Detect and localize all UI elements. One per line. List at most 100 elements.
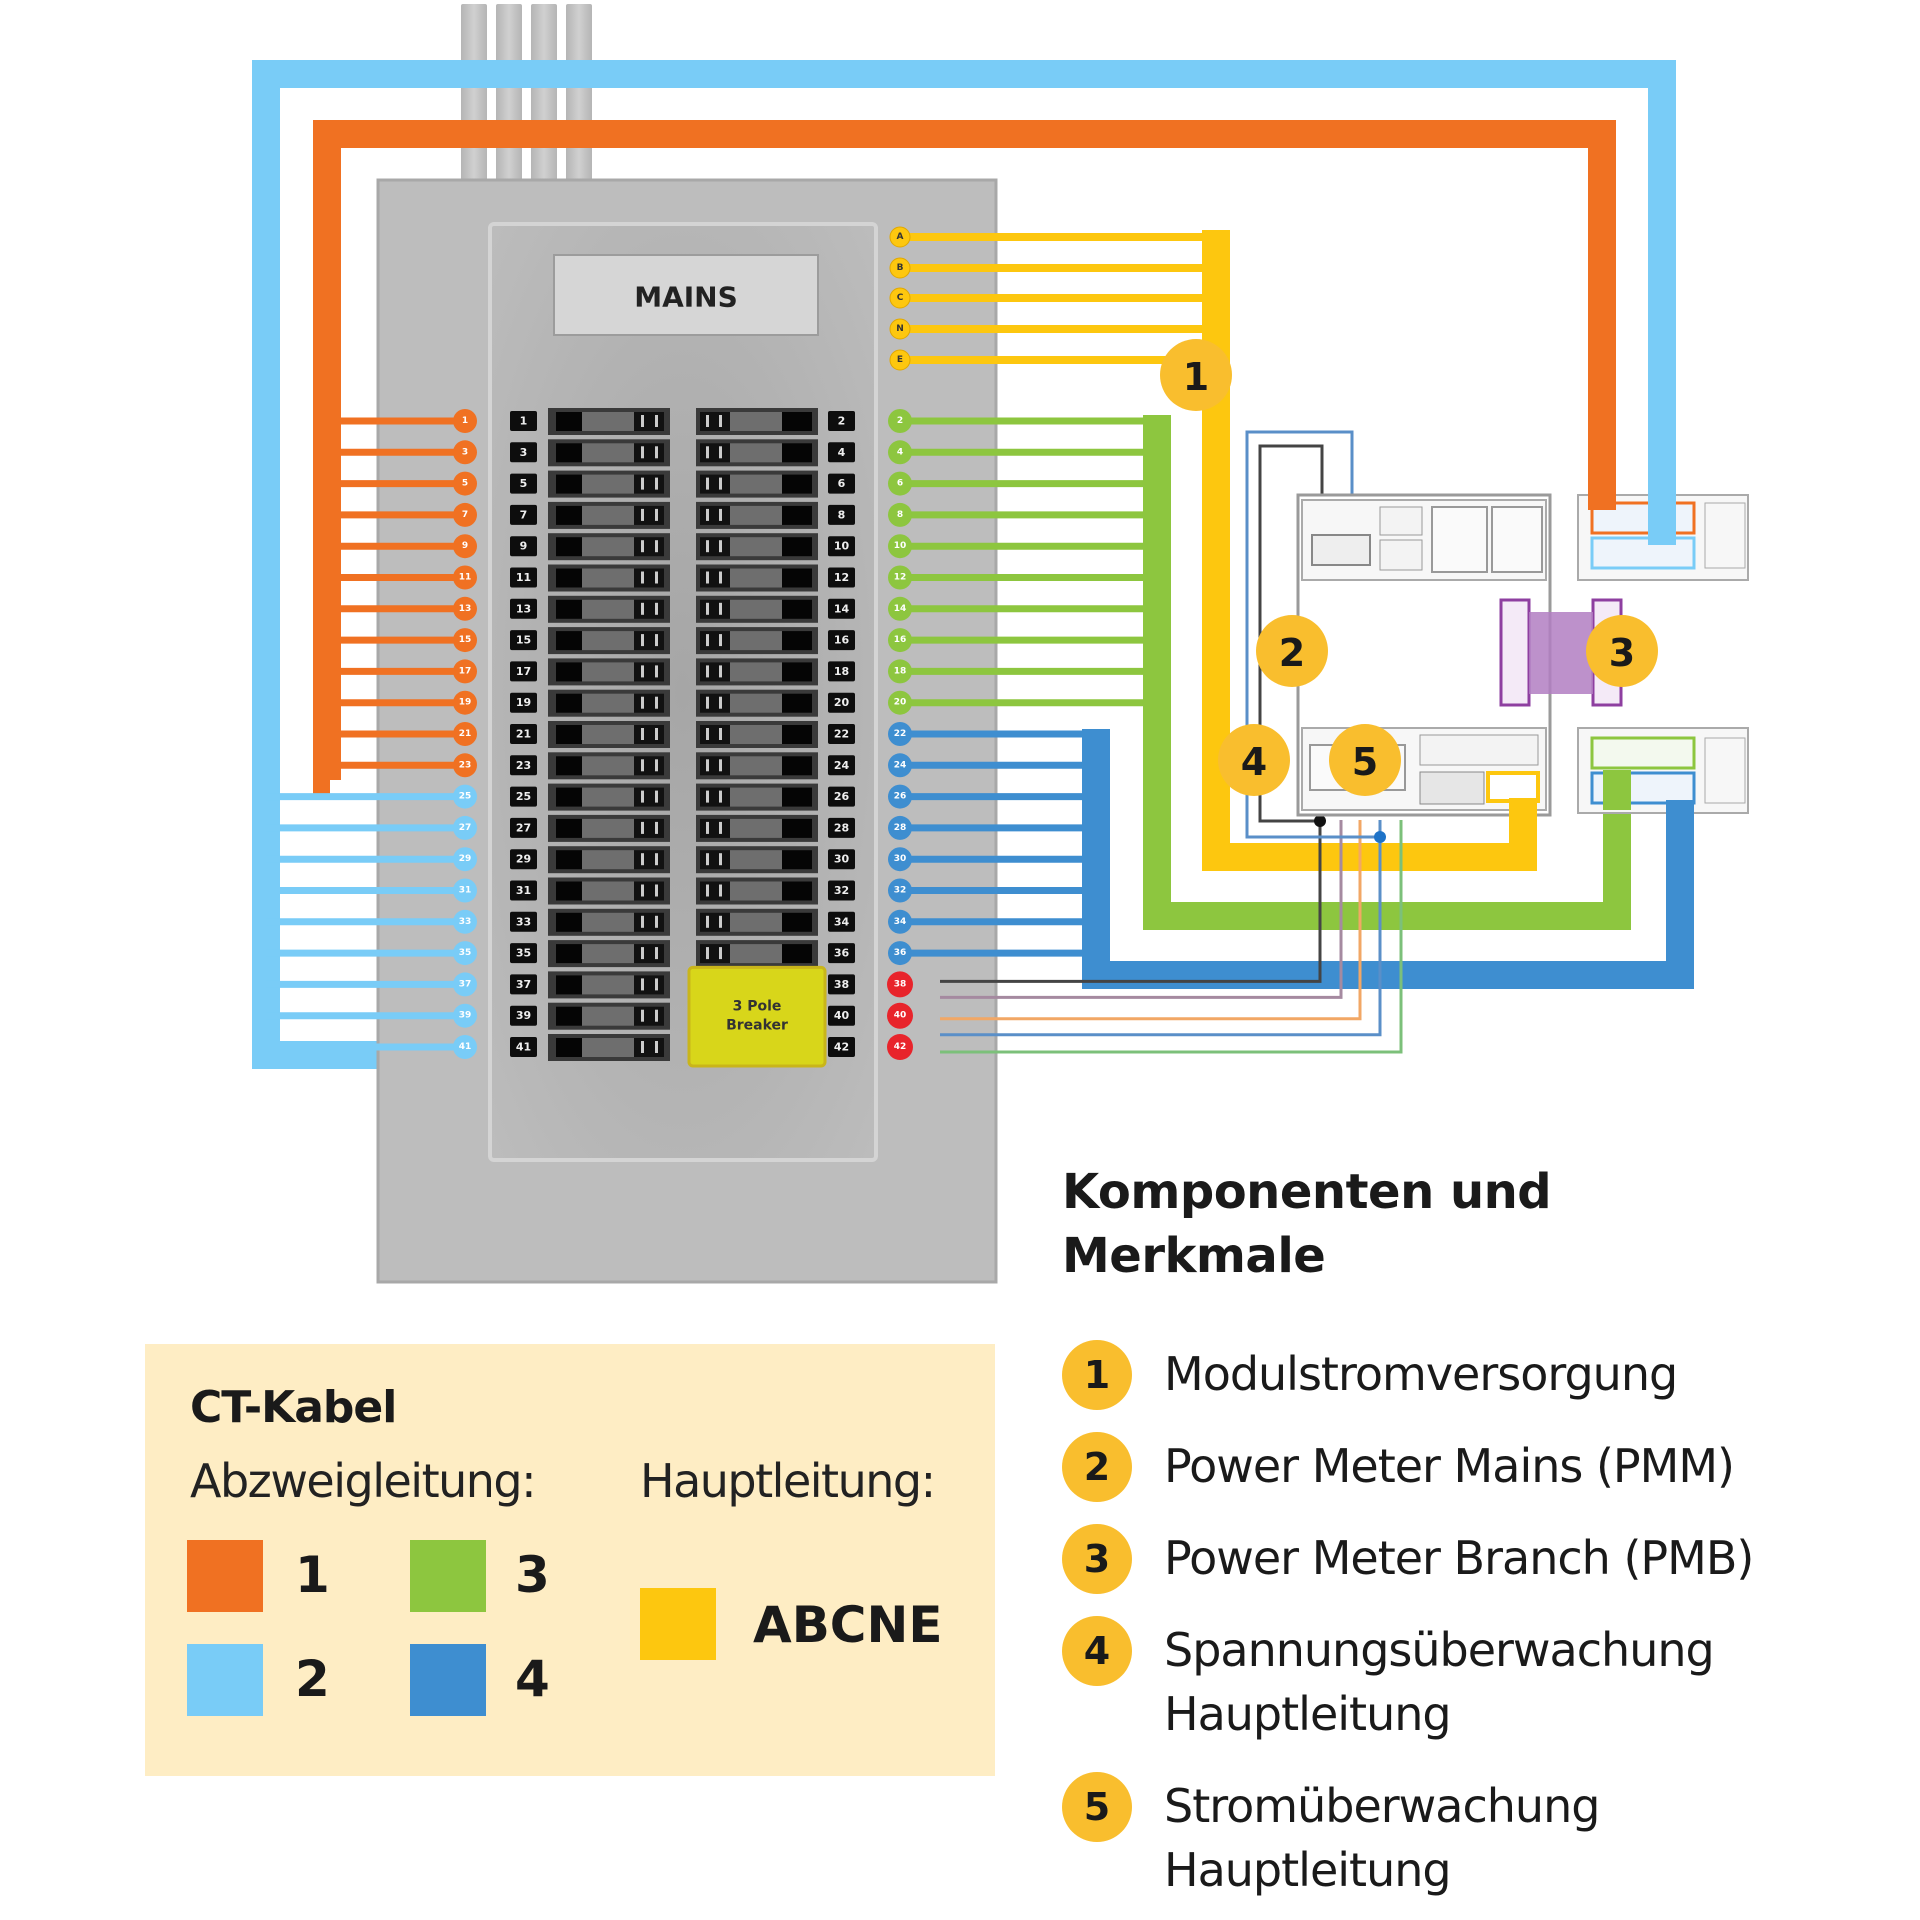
branch-dot <box>888 534 912 559</box>
legend-label-branch-4: 4 <box>515 1650 550 1708</box>
breaker-number-tag <box>510 755 537 776</box>
breaker-toggle <box>556 412 582 431</box>
breaker-screw <box>706 790 709 803</box>
breaker-terminal <box>700 850 730 870</box>
breaker-slot <box>730 912 782 932</box>
legend-mains-heading: Hauptleitung: <box>640 1454 936 1508</box>
pmb-terminal <box>1704 502 1746 569</box>
ct-cable-legend: CT-Kabel Abzweigleitung: Hauptleitung: 1… <box>145 1344 995 1776</box>
cable-layer-front: ABCNE24681012141618202224262830323436384… <box>266 226 1694 1060</box>
feature-badge: 2 <box>1062 1432 1132 1502</box>
breaker-slot <box>730 662 782 682</box>
breaker-terminal <box>634 912 664 932</box>
breaker-screw <box>706 477 709 490</box>
breaker-number: 11 <box>516 571 531 584</box>
breaker-number-tag <box>828 911 855 932</box>
breaker-screw <box>655 571 658 584</box>
pmm-rj45-port <box>1431 506 1488 573</box>
pmb-port-branch-2 <box>1590 536 1696 570</box>
breaker-number-tag <box>510 1005 537 1026</box>
breaker-toggle <box>556 787 582 807</box>
breaker-number: 36 <box>834 947 850 960</box>
breaker-toggle <box>782 787 812 807</box>
breaker-slot <box>730 725 782 744</box>
breaker-number: 22 <box>834 728 849 741</box>
breaker-number-tag <box>510 943 537 964</box>
branch-dot <box>453 471 477 496</box>
pmm-rj45-port <box>1491 506 1543 573</box>
branch-dot <box>453 1003 477 1028</box>
breaker-toggle <box>782 631 812 651</box>
branch-dot-label: 10 <box>894 541 907 551</box>
breaker-screw <box>719 508 722 521</box>
breaker-screw <box>641 477 644 490</box>
branch-dot <box>888 722 912 746</box>
pmm-dip-switch <box>1379 506 1423 536</box>
branch-dot <box>453 972 477 997</box>
breaker-screw <box>719 540 722 553</box>
breaker-toggle <box>556 631 582 651</box>
breaker-toggle <box>556 599 582 619</box>
breaker-screw <box>655 446 658 459</box>
breaker-terminal <box>700 537 730 557</box>
breaker-slot <box>582 818 634 838</box>
breaker-number-tag <box>510 661 537 682</box>
breaker-number: 41 <box>516 1041 531 1054</box>
breaker-toggle <box>556 725 582 744</box>
branch-dot <box>888 878 912 903</box>
branch-dot <box>888 941 912 966</box>
breaker-slot <box>730 631 782 651</box>
breaker-number: 3 <box>520 446 528 459</box>
branch-dot-label: 13 <box>459 604 472 614</box>
breaker-screw <box>655 853 658 866</box>
breaker-screw <box>641 508 644 521</box>
breaker-number-tag <box>510 598 537 619</box>
cable-layer-back <box>252 4 1676 1069</box>
breaker-terminal <box>700 474 730 494</box>
breaker-slot <box>730 474 782 494</box>
legend-swatch-mains <box>640 1588 716 1660</box>
unmonitored-dot-label: 40 <box>894 1011 907 1021</box>
pmb-terminal <box>1704 737 1746 804</box>
breaker-toggle <box>556 912 582 932</box>
breaker-terminal <box>634 568 664 588</box>
breaker-number: 39 <box>516 1009 531 1022</box>
breaker-number: 16 <box>834 634 850 647</box>
breaker-screw <box>655 821 658 834</box>
conduit-pipe <box>566 4 592 182</box>
branch-dot-label: 8 <box>897 510 903 520</box>
breaker-number: 32 <box>834 884 849 897</box>
voltage-sense-wire <box>940 820 1322 983</box>
breaker-number: 2 <box>838 415 846 428</box>
unmonitored-dot <box>887 1002 913 1029</box>
pmm-terminal <box>1379 539 1423 571</box>
breaker-screw <box>655 1009 658 1022</box>
breaker-terminal <box>700 505 730 525</box>
breaker-screw <box>655 477 658 490</box>
breaker-screw <box>641 602 644 615</box>
branch-dot-label: 32 <box>894 886 907 896</box>
breaker-terminal <box>700 912 730 932</box>
breaker-slot <box>582 1038 634 1057</box>
branch-dot-label: 2 <box>897 416 903 426</box>
breaker-slot <box>582 662 634 682</box>
breaker-number-tag <box>510 911 537 932</box>
breaker-terminal <box>634 756 664 776</box>
breaker-terminal <box>634 1006 664 1026</box>
legend-title: CT-Kabel <box>190 1382 397 1433</box>
breaker-number-tag <box>510 536 537 557</box>
breaker-slot <box>730 818 782 838</box>
breaker-number: 30 <box>834 853 850 866</box>
branch-dot-label: 34 <box>894 917 907 927</box>
breaker-screw <box>706 884 709 897</box>
breaker-number-tag <box>510 1037 537 1057</box>
breaker-screw <box>655 508 658 521</box>
diagram-badge-number: 1 <box>1183 355 1209 399</box>
branch-dot <box>453 659 477 684</box>
branch-dot-label: 26 <box>894 792 907 802</box>
legend-label-mains: ABCNE <box>753 1596 943 1654</box>
breaker-toggle <box>782 505 812 525</box>
terminal-label: A <box>897 232 904 242</box>
cable-branch-2-end <box>1648 490 1676 545</box>
